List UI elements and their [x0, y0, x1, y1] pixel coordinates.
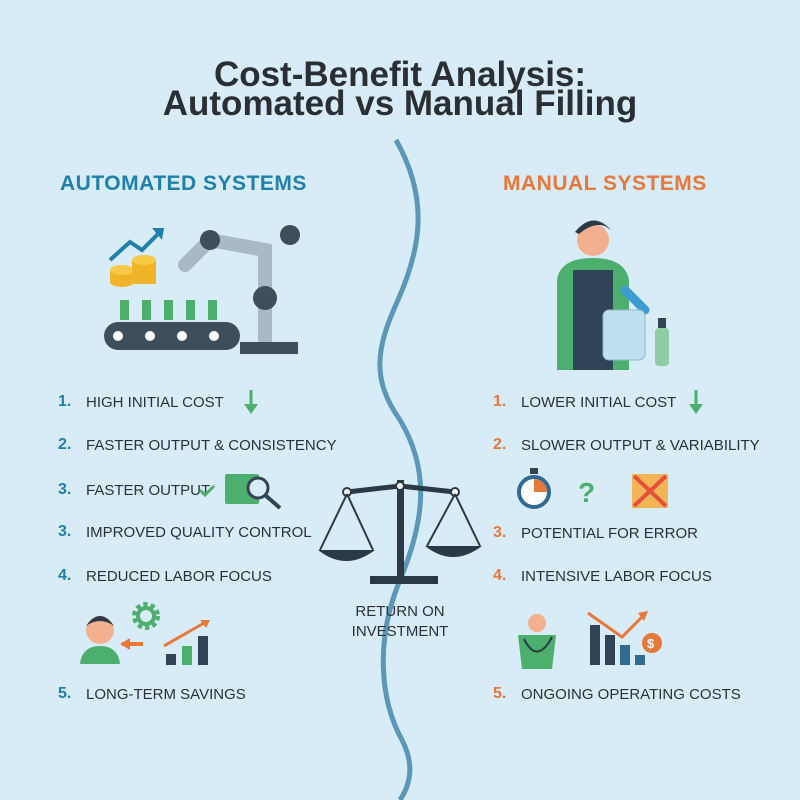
item-number: 3. [493, 524, 507, 541]
automated-item-4: 3. IMPROVED QUALITY CONTROL [58, 523, 312, 541]
manual-item-4: 4. INTENSIVE LABOR FOCUS [493, 567, 712, 585]
question-icon: ? [578, 477, 595, 508]
automated-item-2: 2. FASTER OUTPUT & CONSISTENCY [58, 436, 337, 454]
manual-item-5: 5. ONGOING OPERATING COSTS [493, 685, 741, 703]
magnifier-icon [198, 474, 282, 510]
item-number: 4. [58, 567, 72, 584]
item-number: 5. [58, 685, 72, 702]
gear-icon [132, 602, 160, 630]
item-number: 3. [58, 481, 72, 498]
item-text: ONGOING OPERATING COSTS [521, 685, 741, 703]
item-text: FASTER OUTPUT [86, 481, 211, 499]
manual-heading: MANUAL SYSTEMS [503, 172, 707, 195]
item-text: LOWER INITIAL COST [521, 393, 677, 411]
item-text: POTENTIAL FOR ERROR [521, 524, 698, 542]
item-text: LONG-TERM SAVINGS [86, 685, 246, 703]
bar-chart-icon: $ [518, 611, 662, 669]
roi-line-2: INVESTMENT [351, 623, 449, 640]
broken-box-icon [632, 474, 668, 508]
manual-item-1: 1. LOWER INITIAL COST [493, 393, 676, 411]
svg-text:$: $ [647, 636, 655, 651]
item-number: 1. [58, 393, 72, 410]
item-text: REDUCED LABOR FOCUS [86, 567, 272, 585]
item-text: IMPROVED QUALITY CONTROL [86, 523, 312, 541]
bar-chart-icon [80, 602, 210, 665]
item-text: INTENSIVE LABOR FOCUS [521, 567, 712, 585]
item-number: 4. [493, 567, 507, 584]
item-number: 3. [58, 523, 72, 540]
item-number: 1. [493, 393, 507, 410]
manual-item-3: 3. POTENTIAL FOR ERROR [493, 524, 698, 542]
item-text: SLOWER OUTPUT & VARIABILITY [521, 436, 760, 454]
automated-item-6: 5. LONG-TERM SAVINGS [58, 685, 246, 703]
item-number: 2. [58, 436, 72, 453]
balance-scale-icon [318, 480, 482, 584]
worker-icon [557, 220, 669, 370]
title-line-1: Cost-Benefit Analysis: [213, 55, 587, 94]
automated-heading: AUTOMATED SYSTEMS [60, 172, 307, 195]
stopwatch-icon: ? [517, 468, 668, 509]
item-number: 5. [493, 685, 507, 702]
robot-arm-icon [104, 225, 300, 354]
automated-item-3: 3. FASTER OUTPUT [58, 481, 210, 499]
item-text: FASTER OUTPUT & CONSISTENCY [86, 436, 337, 454]
manual-item-2: 2. SLOWER OUTPUT & VARIABILITY [493, 436, 760, 454]
dollar-icon [642, 633, 662, 653]
coins-icon [110, 255, 156, 287]
check-icon [198, 484, 216, 498]
down-arrow-icon [689, 390, 703, 414]
down-arrow-icon [244, 390, 258, 414]
item-number: 2. [493, 436, 507, 453]
automated-item-5: 4. REDUCED LABOR FOCUS [58, 567, 272, 585]
roi-line-1: RETURN ON [355, 603, 445, 620]
automated-item-1: 1. HIGH INITIAL COST [58, 393, 224, 411]
title-line-2: Automated vs Manual Filling [162, 84, 638, 123]
item-text: HIGH INITIAL COST [86, 393, 224, 411]
